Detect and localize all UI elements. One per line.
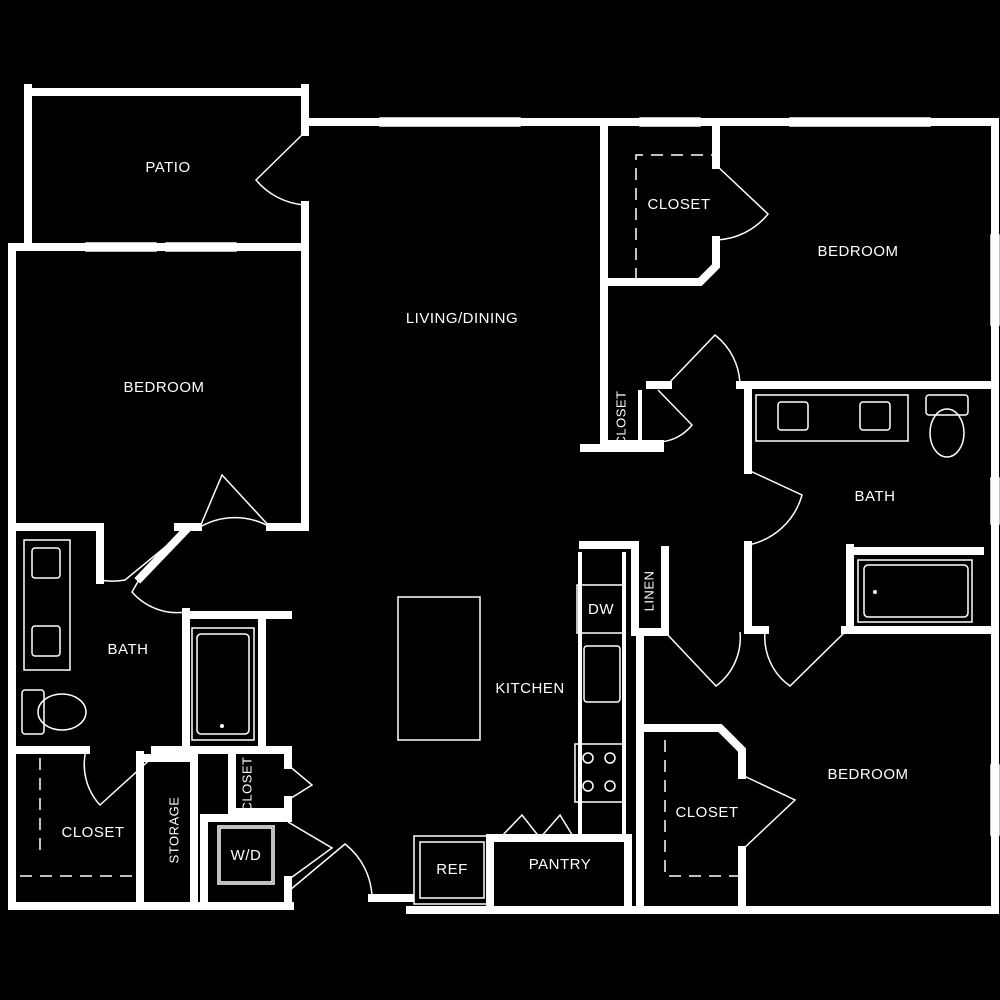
room-labels: PATIO LIVING/DINING BEDROOM CLOSET BEDRO… — [61, 159, 908, 878]
label-closet-bottom-right: CLOSET — [675, 804, 738, 821]
exterior-walls — [8, 84, 999, 914]
label-closet-bottom-left: CLOSET — [61, 824, 124, 841]
label-pantry: PANTRY — [529, 856, 591, 873]
label-storage: STORAGE — [166, 797, 181, 864]
label-kitchen: KITCHEN — [495, 680, 564, 697]
label-bedroom-top-right: BEDROOM — [817, 243, 898, 260]
label-patio: PATIO — [145, 159, 190, 176]
label-bath-left: BATH — [108, 641, 149, 658]
doors — [83, 131, 846, 899]
windows — [85, 117, 1000, 836]
label-dishwasher: DW — [588, 601, 614, 618]
label-living-dining: LIVING/DINING — [406, 310, 518, 327]
fixtures — [21, 394, 973, 905]
label-bedroom-left: BEDROOM — [123, 379, 204, 396]
label-closet-top-right: CLOSET — [647, 196, 710, 213]
label-closet-hall-vertical: CLOSET — [239, 756, 254, 811]
label-refrigerator: REF — [436, 861, 468, 878]
label-washer-dryer: W/D — [231, 847, 262, 864]
closet-rods — [20, 154, 738, 877]
label-bedroom-bottom-right: BEDROOM — [827, 766, 908, 783]
label-linen: LINEN — [641, 571, 656, 612]
label-bath-right: BATH — [855, 488, 896, 505]
label-closet-small-vertical: CLOSET — [613, 390, 628, 445]
interior-walls — [10, 118, 999, 914]
